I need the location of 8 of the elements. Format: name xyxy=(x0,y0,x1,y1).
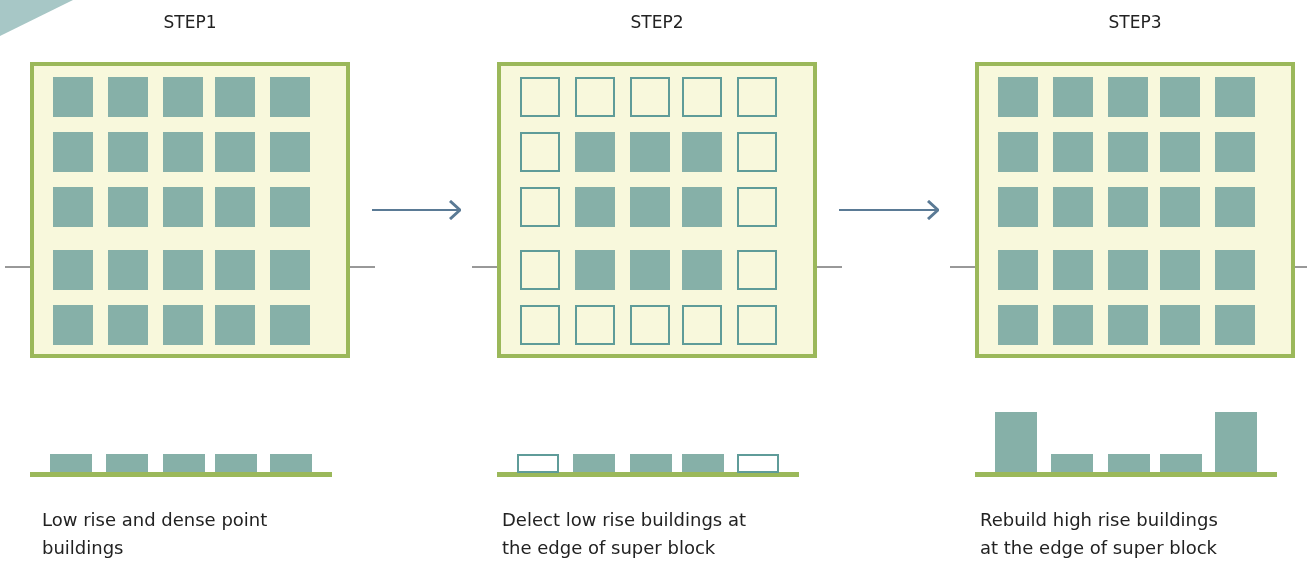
step-caption: Rebuild high rise buildings at the edge of super block xyxy=(980,508,1219,560)
step-heading: STEP3 xyxy=(1107,12,1163,32)
step-caption: Low rise and dense point buildings xyxy=(42,508,269,560)
arrow xyxy=(371,199,462,221)
step-heading: STEP1 xyxy=(162,12,218,32)
step-heading: STEP2 xyxy=(629,12,685,32)
arrow xyxy=(838,199,940,221)
step-caption: Delect low rise buildings at the edge of super block xyxy=(502,508,747,560)
